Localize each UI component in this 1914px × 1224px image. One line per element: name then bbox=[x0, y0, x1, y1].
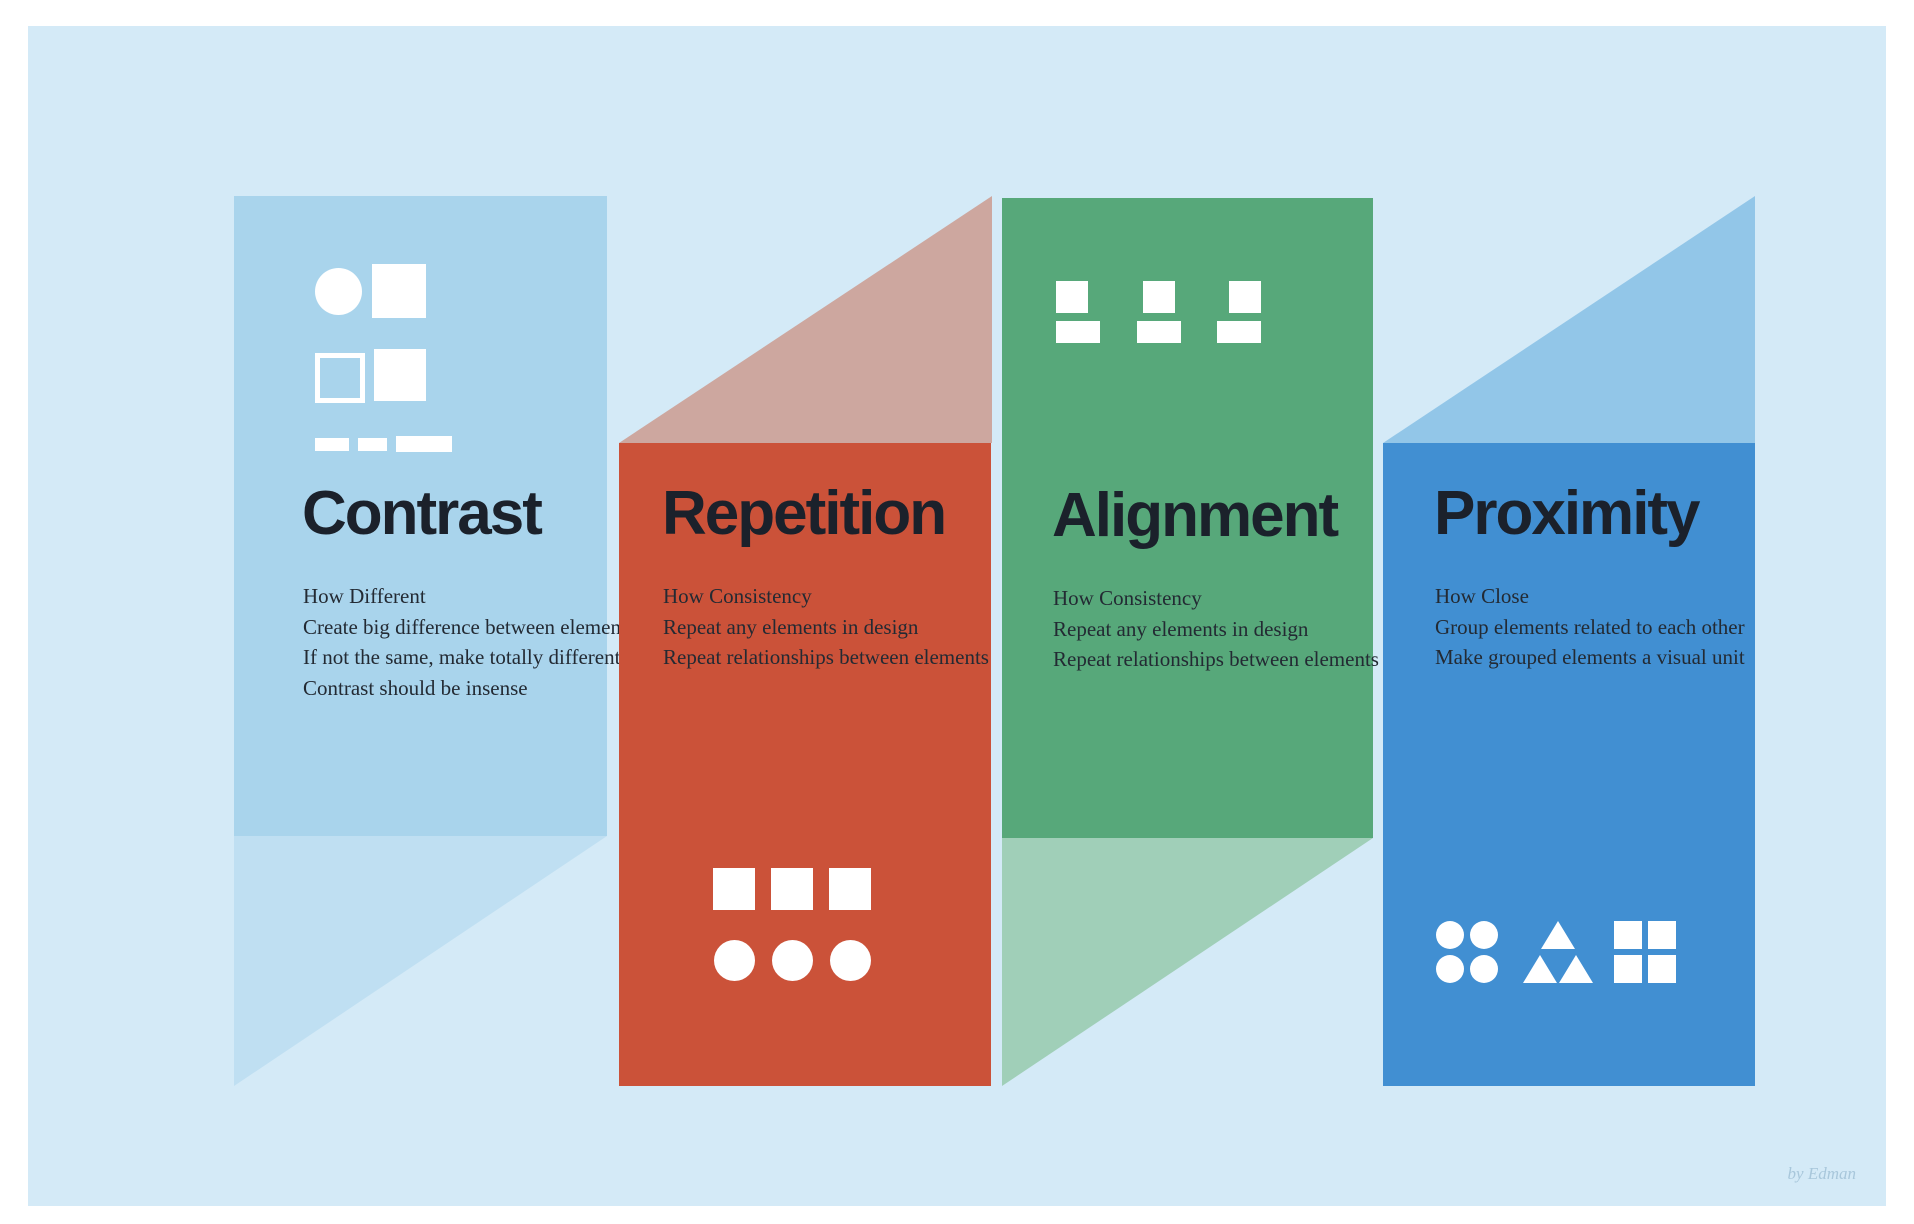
repetition-description: How Consistency Repeat any elements in d… bbox=[619, 581, 991, 673]
small-bar-icon bbox=[358, 438, 387, 451]
circle-icon bbox=[772, 940, 813, 981]
circle-icon bbox=[830, 940, 871, 981]
right-aligned-blocks-icon bbox=[1229, 281, 1261, 313]
right-aligned-blocks-icon bbox=[1217, 321, 1261, 343]
left-aligned-blocks-icon bbox=[1056, 281, 1088, 313]
triangle-cluster-icon bbox=[1523, 921, 1593, 983]
square-icon bbox=[771, 868, 813, 910]
list-item: How Consistency bbox=[663, 584, 812, 608]
left-aligned-blocks-icon bbox=[1056, 321, 1100, 343]
square-grid-icon bbox=[1648, 921, 1676, 949]
list-item: How Different bbox=[303, 584, 426, 608]
shadow-contrast bbox=[234, 196, 1755, 1086]
list-item: Repeat any elements in design bbox=[1053, 616, 1309, 641]
list-item: If not the same, make totally different bbox=[303, 645, 621, 669]
square-grid-icon bbox=[1614, 921, 1642, 949]
filled-square-icon bbox=[372, 264, 426, 318]
contrast-icon-group bbox=[234, 196, 607, 456]
column-contrast: Contrast How Different Create big differ… bbox=[234, 196, 635, 836]
square-grid-icon bbox=[1614, 955, 1642, 983]
list-item: Contrast should be insense bbox=[303, 675, 528, 700]
small-bar-icon bbox=[315, 438, 349, 451]
list-item: Repeat relationships between elements bbox=[1053, 647, 1379, 671]
poster-canvas: Contrast How Different Create big differ… bbox=[28, 26, 1886, 1206]
circle-cluster-icon bbox=[1436, 955, 1464, 983]
square-icon bbox=[829, 868, 871, 910]
list-item: Repeat any elements in design bbox=[663, 614, 919, 639]
page-title-proximity: Proximity bbox=[1434, 479, 1701, 548]
column-proximity: Proximity How Close Group elements relat… bbox=[1383, 443, 1755, 1086]
square-grid-icon bbox=[1648, 955, 1676, 983]
list-item: Make grouped elements a visual unit bbox=[1435, 645, 1745, 669]
page-title-alignment: Alignment bbox=[1052, 481, 1339, 550]
wide-bar-icon bbox=[396, 436, 452, 452]
contrast-description: How Different Create big difference betw… bbox=[234, 581, 635, 703]
alignment-description: How Consistency Repeat any elements in d… bbox=[1002, 583, 1379, 675]
alignment-icon-group bbox=[1002, 198, 1373, 398]
circle-icon bbox=[714, 940, 755, 981]
filled-circle-icon bbox=[315, 268, 362, 315]
filled-square-icon bbox=[374, 349, 426, 401]
list-item: How Consistency bbox=[1053, 586, 1202, 610]
page-title-contrast: Contrast bbox=[302, 479, 543, 548]
list-item: Create big difference between elements bbox=[303, 614, 635, 639]
proximity-icon-group bbox=[1383, 921, 1755, 1051]
list-item: Group elements related to each other bbox=[1435, 614, 1745, 639]
column-repetition: Repetition How Consistency Repeat any el… bbox=[619, 443, 991, 1086]
list-item: How Close bbox=[1435, 584, 1529, 608]
page-title-repetition: Repetition bbox=[662, 479, 947, 548]
outlined-square-icon bbox=[315, 353, 365, 403]
circle-cluster-icon bbox=[1436, 921, 1464, 949]
center-aligned-blocks-icon bbox=[1143, 281, 1175, 313]
column-alignment: Alignment How Consistency Repeat any ele… bbox=[1002, 198, 1379, 838]
list-item: Repeat relationships between elements bbox=[663, 645, 989, 669]
credit-signature: by Edman bbox=[1787, 1164, 1856, 1183]
center-aligned-blocks-icon bbox=[1137, 321, 1181, 343]
circle-cluster-icon bbox=[1470, 955, 1498, 983]
circle-cluster-icon bbox=[1470, 921, 1498, 949]
repetition-icon-group bbox=[619, 868, 991, 1048]
proximity-description: How Close Group elements related to each… bbox=[1383, 581, 1755, 673]
square-icon bbox=[713, 868, 755, 910]
